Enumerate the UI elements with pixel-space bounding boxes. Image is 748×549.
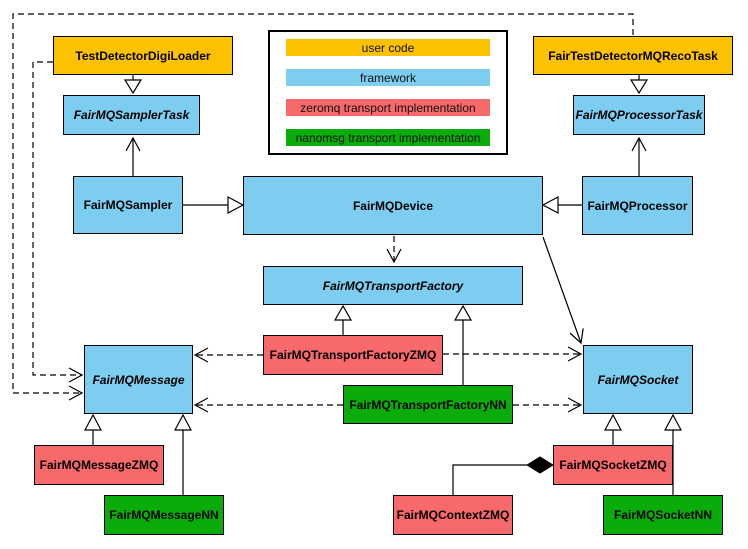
inheritance-arrowhead xyxy=(84,413,102,431)
node-label: FairMQSocket xyxy=(597,372,679,387)
node-fairmqmessage: FairMQMessage xyxy=(84,345,193,414)
node-label: FairMQTransportFactory xyxy=(322,278,464,293)
node-label: FairMQMessageZMQ xyxy=(39,458,159,472)
node-fairmqcontextzmq: FairMQContextZMQ xyxy=(393,495,513,535)
node-label: FairMQProcessor xyxy=(587,198,688,213)
node-fairtestdetectormqrecotask: FairTestDetectorMQRecoTask xyxy=(533,36,733,75)
node-fairmqsampler: FairMQSampler xyxy=(73,176,183,234)
node-label: FairMQTransportFactoryNN xyxy=(349,397,507,412)
inheritance-arrowhead xyxy=(604,413,622,431)
inheritance-arrowhead xyxy=(227,196,245,214)
node-label: FairMQSocketNN xyxy=(613,508,713,522)
legend-item-label: zeromq transport implementation xyxy=(300,100,476,115)
node-fairmqsocket: FairMQSocket xyxy=(583,345,693,414)
inheritance-arrowhead xyxy=(541,196,559,214)
inheritance-arrowhead xyxy=(629,79,649,95)
edge-dependency-recotask-message xyxy=(12,13,634,401)
node-fairmqprocessortask: FairMQProcessorTask xyxy=(573,95,705,135)
inheritance-arrowhead xyxy=(333,304,353,321)
legend-item-framework: framework xyxy=(286,69,490,86)
node-label: FairMQMessageNN xyxy=(109,508,219,522)
inheritance-arrowhead xyxy=(453,304,473,321)
node-label: FairMQSocketZMQ xyxy=(559,458,667,472)
node-testdetectordigiloader: TestDetectorDigiLoader xyxy=(53,36,233,75)
inheritance-arrowhead xyxy=(664,413,682,431)
node-fairmqsamplertask: FairMQSamplerTask xyxy=(63,95,200,135)
node-label: FairMQProcessorTask xyxy=(575,108,703,122)
inheritance-arrowhead xyxy=(123,79,143,95)
node-label: FairMQDevice xyxy=(352,198,434,213)
node-fairmqsocketnn: FairMQSocketNN xyxy=(603,495,723,535)
legend-item-nanomsg: nanomsg transport implementation xyxy=(286,129,490,146)
node-label: FairMQSamplerTask xyxy=(73,108,190,122)
node-fairmqtransportfactorynn: FairMQTransportFactoryNN xyxy=(343,385,513,424)
composition-diamond-icon xyxy=(526,456,554,474)
inheritance-arrowhead xyxy=(174,413,192,431)
node-label: FairMQContextZMQ xyxy=(396,508,510,522)
node-label: FairMQTransportFactoryZMQ xyxy=(269,348,437,362)
node-fairmqprocessor: FairMQProcessor xyxy=(582,176,693,235)
node-fairmqdevice: FairMQDevice xyxy=(243,176,543,235)
legend: user code framework zeromq transport imp… xyxy=(268,30,508,155)
node-fairmqtransportfactory: FairMQTransportFactory xyxy=(263,266,523,305)
legend-item-zeromq: zeromq transport implementation xyxy=(286,99,490,116)
legend-item-label: framework xyxy=(359,70,416,85)
node-fairmqmessagenn: FairMQMessageNN xyxy=(104,495,224,535)
node-fairmqtransportfactoryzmq: FairMQTransportFactoryZMQ xyxy=(263,335,443,375)
node-label: TestDetectorDigiLoader xyxy=(75,48,211,63)
edge-dependency-digiloader-message xyxy=(32,61,84,383)
edge-association-device-socket xyxy=(542,236,584,345)
legend-item-label: nanomsg transport implementation xyxy=(295,130,481,145)
node-label: FairMQMessage xyxy=(92,372,185,387)
node-fairmqsocketzmq: FairMQSocketZMQ xyxy=(553,445,673,485)
edge-composition-contextzmq-socketzmq xyxy=(452,464,527,495)
node-fairmqmessagezmq: FairMQMessageZMQ xyxy=(34,445,164,485)
legend-item-user-code: user code xyxy=(286,39,490,56)
node-label: FairMQSampler xyxy=(83,198,173,212)
node-label: FairTestDetectorMQRecoTask xyxy=(548,48,718,63)
legend-item-label: user code xyxy=(361,40,415,55)
